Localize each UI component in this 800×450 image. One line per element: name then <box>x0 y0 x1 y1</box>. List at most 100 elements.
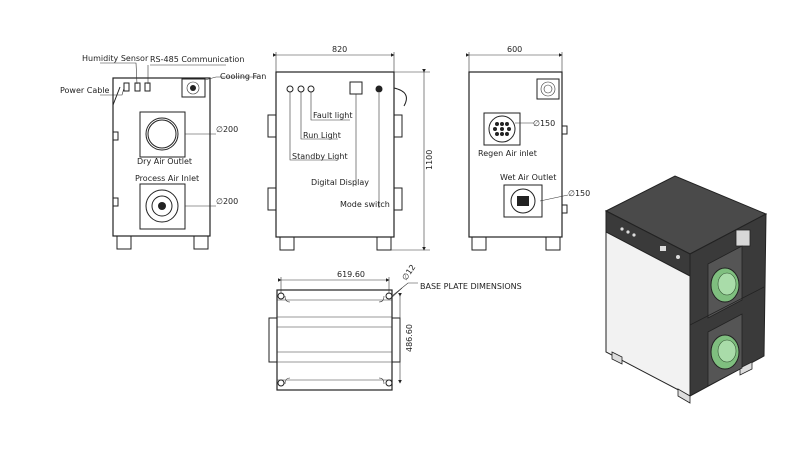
leader <box>391 282 418 297</box>
foot <box>739 361 753 376</box>
humidity-sensor-label: Humidity Sensor <box>82 54 149 63</box>
leader <box>100 87 125 96</box>
duct-stub <box>267 187 277 211</box>
wet-air-outlet-frame <box>503 184 543 218</box>
duct-stub <box>391 317 401 363</box>
process-inlet-diameter: ∅200 <box>216 197 238 206</box>
standby-light-label: Standby Light <box>292 152 348 161</box>
latch <box>112 131 119 141</box>
base-plate-title: BASE PLATE DIMENSIONS <box>420 282 522 291</box>
indicator-light <box>620 227 624 231</box>
indicator-light <box>626 230 630 234</box>
leader <box>100 62 138 85</box>
rear-view: 600 ∅150 Regen Air inlet Wet Air Outlet … <box>466 45 590 251</box>
wet-outlet-diameter: ∅150 <box>568 189 590 198</box>
mode-switch <box>676 255 680 259</box>
latch <box>561 125 568 135</box>
digital-display-label: Digital Display <box>311 178 369 187</box>
side-cabinet <box>275 71 395 238</box>
leader <box>204 76 258 81</box>
regen-grille <box>493 122 511 136</box>
side-view: 820 1100 Fault light Run Light Standby L… <box>267 45 434 251</box>
duct-stub <box>268 317 278 363</box>
duct-stub <box>393 114 403 138</box>
rear-fan-box <box>536 78 560 100</box>
latch <box>561 204 568 214</box>
fan-hub-icon <box>190 85 196 91</box>
indicator-light <box>632 233 636 237</box>
cooling-fan-box <box>181 78 206 98</box>
leader <box>539 194 569 202</box>
mode-switch-label: Mode switch <box>340 200 390 209</box>
power-cable <box>112 86 121 106</box>
foot <box>677 388 691 404</box>
fault-light-label: Fault light <box>313 111 352 120</box>
wet-air-outlet <box>510 188 536 214</box>
side-height-dim: 1100 <box>425 150 434 170</box>
foot <box>116 235 132 250</box>
fan-icon <box>540 81 556 97</box>
wet-air-outlet-label: Wet Air Outlet <box>500 173 556 182</box>
process-air-inlet-label: Process Air Inlet <box>135 174 199 183</box>
fan-ring <box>543 84 553 94</box>
corner-slot <box>378 377 385 385</box>
base-plate-view: 619.60 486.60 ∅12 BASE PLATE DIMENSIONS <box>268 263 522 391</box>
mode-switch <box>375 85 383 93</box>
upper-duct <box>707 245 743 319</box>
process-air-inlet-frame <box>139 183 186 230</box>
front-view: Humidity Sensor RS-485 Communication Coo… <box>60 54 266 250</box>
foot <box>471 236 487 251</box>
regen-inlet-diameter: ∅150 <box>533 119 555 128</box>
rs485-label: RS-485 Communication <box>150 55 244 64</box>
fan-icon <box>735 229 751 247</box>
side-width-dim: 820 <box>332 45 347 54</box>
lower-duct <box>707 313 743 387</box>
cooling-fan-label: Cooling Fan <box>220 72 266 81</box>
latch <box>112 197 119 207</box>
leader <box>300 92 338 140</box>
base-depth-dim: 486.60 <box>405 324 414 352</box>
process-air-inlet-ring <box>151 195 173 217</box>
duct-stub <box>393 187 403 211</box>
digital-display <box>660 246 666 251</box>
mounting-hole <box>385 379 393 387</box>
process-air-inlet <box>145 189 179 223</box>
humidity-sensor-connector <box>134 82 141 92</box>
corner-slot <box>284 295 291 303</box>
dry-air-outlet-rim <box>147 119 177 149</box>
dry-air-outlet-frame <box>139 111 186 158</box>
regen-air-inlet-frame <box>483 112 521 146</box>
foot <box>376 236 392 251</box>
unit-3d-render <box>604 175 768 404</box>
regen-air-inlet-label: Regen Air inlet <box>478 149 537 158</box>
power-cable-label: Power Cable <box>60 86 110 95</box>
foot <box>279 236 295 251</box>
process-air-inlet-core <box>158 202 166 210</box>
fan-icon <box>186 81 200 95</box>
power-connector <box>123 82 130 92</box>
wet-outlet-core <box>517 196 529 206</box>
dry-outlet-diameter: ∅200 <box>216 125 238 134</box>
foot <box>545 236 561 251</box>
regen-air-inlet <box>488 115 516 143</box>
dry-air-outlet-label: Dry Air Outlet <box>137 157 192 166</box>
leader <box>289 92 335 161</box>
rear-width-dim: 600 <box>507 45 522 54</box>
cable <box>393 87 407 107</box>
hole-diameter-dim: ∅12 <box>400 263 417 282</box>
dry-air-outlet <box>145 117 179 151</box>
base-plate <box>276 289 393 391</box>
panel-seam <box>689 286 765 326</box>
run-light-label: Run Light <box>303 131 341 140</box>
foot <box>611 351 623 365</box>
mounting-hole <box>277 379 285 387</box>
leader <box>389 287 403 300</box>
foot <box>193 235 209 250</box>
duct-stub <box>267 114 277 138</box>
leader <box>310 92 350 121</box>
corner-slot <box>378 295 385 303</box>
rs485-connector <box>144 82 151 92</box>
base-width-dim: 619.60 <box>337 270 365 279</box>
corner-slot <box>284 377 291 385</box>
